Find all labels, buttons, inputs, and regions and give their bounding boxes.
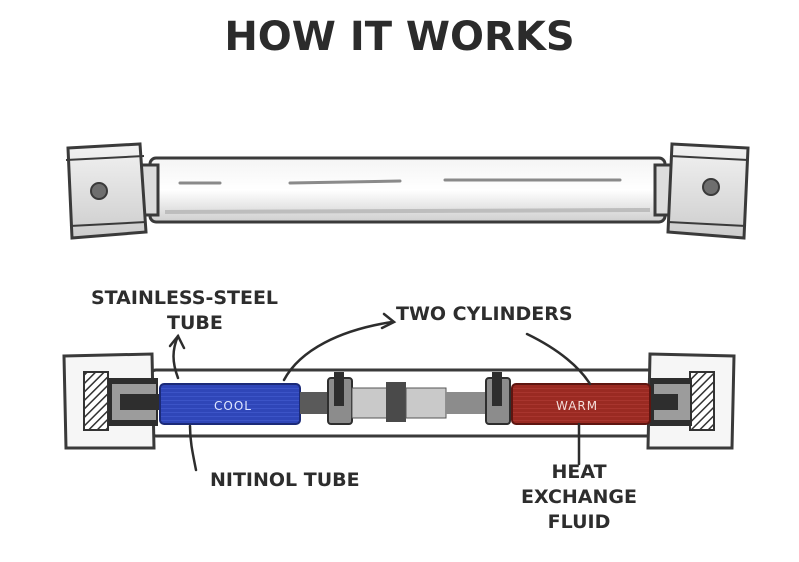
center-coupler <box>386 382 406 422</box>
heat-label-line2: EXCHANGE <box>521 486 637 508</box>
stainless-steel-tube-label: STAINLESS-STEEL TUBE <box>91 286 278 336</box>
stainless-label-line1: STAINLESS-STEEL <box>91 287 279 309</box>
cylinders-callout-arrow <box>380 312 397 330</box>
nitinol-callout-line <box>188 424 198 472</box>
left-hatched-seal <box>83 371 109 431</box>
exterior-device-view <box>65 142 750 240</box>
page-title: HOW IT WORKS <box>224 14 575 60</box>
right-hatched-seal <box>689 371 715 431</box>
heat-label-line1: HEAT <box>551 461 607 483</box>
stainless-callout-arrow <box>168 333 186 350</box>
warm-label: WARM <box>556 399 598 413</box>
callout-lines <box>168 312 592 472</box>
two-cylinders-label: TWO CYLINDERS <box>396 303 573 325</box>
cool-label: COOL <box>214 399 252 413</box>
cylinders-callout-line-right <box>525 332 592 386</box>
stainless-label-line2: TUBE <box>167 312 223 334</box>
right-cap-bolt <box>702 178 720 196</box>
heat-label-line3: FLUID <box>547 511 611 533</box>
left-cap-bolt <box>90 182 108 200</box>
heat-exchange-fluid-label: HEAT EXCHANGE FLUID <box>502 460 656 535</box>
cylinders-callout-line-left <box>282 320 394 382</box>
heat-exchange-warm <box>511 383 651 425</box>
cutaway-device-view: COOL WARM <box>62 352 736 450</box>
nitinol-tube-label: NITINOL TUBE <box>210 469 360 491</box>
